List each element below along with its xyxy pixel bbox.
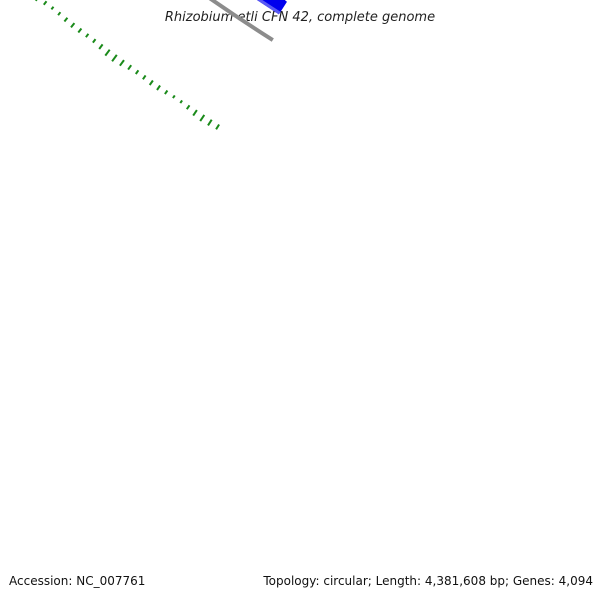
outer-gc-tick-2 bbox=[199, 114, 206, 122]
outer-gc-tick-11 bbox=[134, 69, 140, 75]
outer-gc-tick-13 bbox=[119, 59, 125, 67]
outer-gc-tick-20 bbox=[70, 22, 76, 29]
gene-feature-face bbox=[256, 0, 287, 15]
outer-gc-tick-17 bbox=[92, 38, 97, 44]
outer-gc-tick-19 bbox=[77, 27, 83, 34]
gene-features bbox=[246, 0, 288, 15]
outer-gc-tick-9 bbox=[148, 79, 154, 86]
outer-gc-tick-4 bbox=[185, 104, 191, 110]
outer-gc-tick-22 bbox=[57, 11, 62, 16]
accession-text: Accession: NC_007761 bbox=[9, 574, 146, 588]
outer-gc-tick-14 bbox=[111, 54, 118, 62]
gene-feature-0[interactable] bbox=[246, 0, 288, 15]
topology-summary: Topology: circular; Length: 4,381,608 bp… bbox=[263, 574, 593, 588]
outer-gc-tick-16 bbox=[98, 43, 104, 50]
outer-gc-tick-18 bbox=[85, 33, 90, 38]
outer-gc-tick-21 bbox=[63, 17, 69, 23]
genome-backbone bbox=[208, 0, 274, 42]
outer-gc-ticks bbox=[34, 0, 220, 130]
outer-gc-tick-25 bbox=[34, 0, 38, 2]
outer-gc-tick-5 bbox=[179, 99, 183, 104]
outer-gc-tick-0 bbox=[215, 123, 220, 130]
outer-gc-tick-23 bbox=[50, 6, 55, 11]
outer-gc-tick-3 bbox=[192, 109, 198, 117]
outer-gc-tick-6 bbox=[172, 94, 176, 99]
outer-gc-tick-24 bbox=[43, 0, 48, 6]
outer-gc-tick-10 bbox=[142, 74, 147, 80]
gene-feature-highlight bbox=[256, 0, 281, 15]
outer-gc-tick-12 bbox=[127, 64, 133, 71]
outer-gc-tick-1 bbox=[207, 119, 213, 126]
outer-gc-tick-7 bbox=[164, 89, 169, 95]
outer-gc-tick-15 bbox=[104, 49, 111, 57]
outer-gc-tick-8 bbox=[156, 84, 161, 91]
